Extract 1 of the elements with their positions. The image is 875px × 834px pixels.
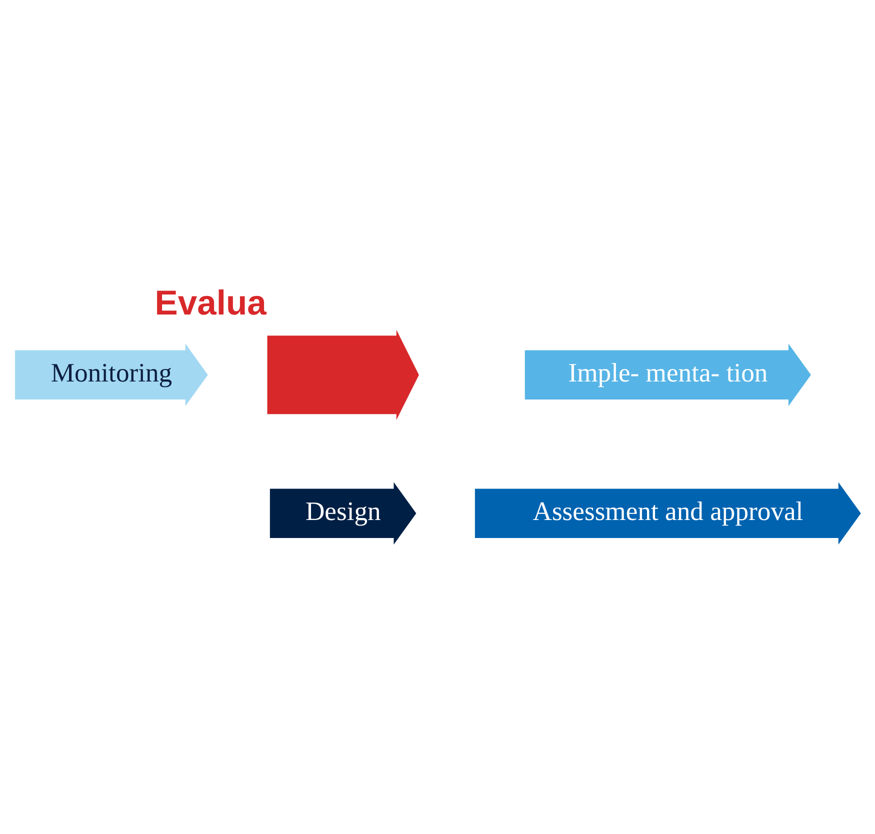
node-label: Evalua bbox=[154, 284, 266, 322]
